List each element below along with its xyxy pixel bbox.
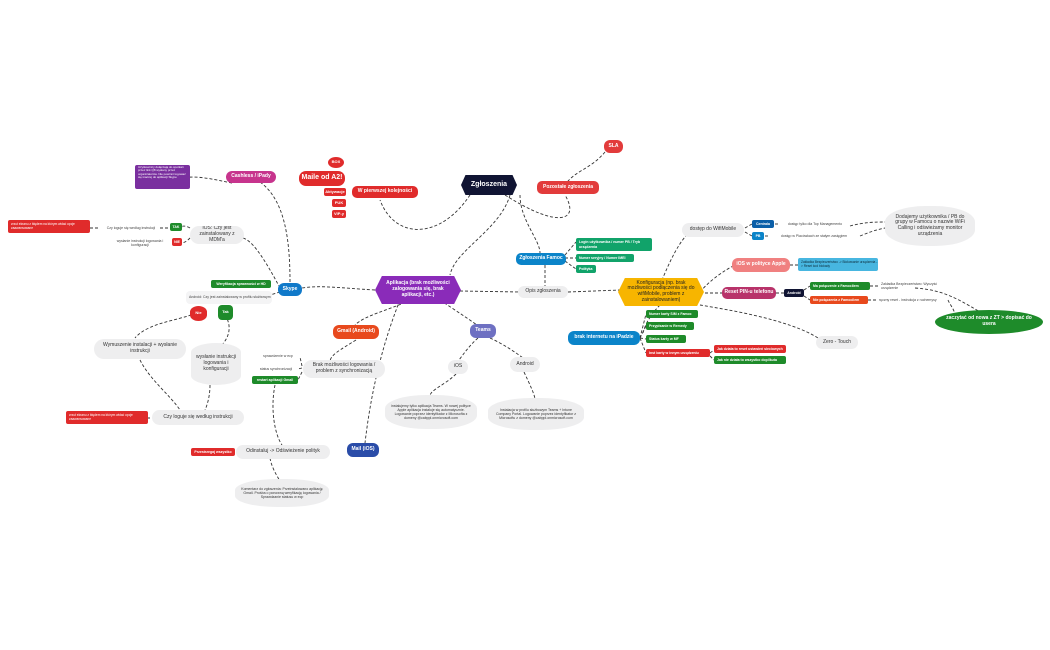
famoc-item-login[interactable]: Login użytkownika / numer PB / Tryb urzą… (576, 238, 652, 251)
node-opis-zgloszenia[interactable]: Opis zgłoszenia (518, 286, 568, 298)
ma-polaczenie[interactable]: Ma połączenie z Famocilem (810, 282, 870, 290)
sprawdzenie-ecp: sprawdzenie w ecp (263, 353, 293, 358)
czy-loguje-small: Czy loguje się według instrukcji (106, 225, 156, 230)
jak-nie-dziala[interactable]: Jak nie działa to wszystko dopilkuta (714, 356, 786, 364)
wyslanie-small: wysłanie instrukcji logowania i konfigur… (116, 238, 164, 247)
teams-ios-note: instalujemy tylko aplikacja Teams. W now… (385, 395, 477, 429)
node-wifimobile[interactable]: dostęp do WifiMobile (682, 223, 744, 237)
ios-nie-badge[interactable]: NIE (172, 238, 182, 246)
node-brak-logowania[interactable]: Brak możliwości logowania / problem z sy… (303, 360, 385, 378)
item-vip[interactable]: VIP-y (332, 210, 346, 218)
node-mail-ios[interactable]: Mail (iOS) (347, 443, 379, 457)
node-dodajemy[interactable]: Dodajemy użytkownika / PB do grupy w Fam… (885, 206, 975, 246)
reset-android-badge[interactable]: Android (784, 289, 804, 297)
maile-badge: BOX (328, 157, 344, 168)
teams-ios[interactable]: iOS (448, 360, 468, 374)
node-wyslanie-instrukcji[interactable]: wysłanie instrukcji logowania i konfigur… (191, 343, 241, 385)
przestrzeganie-badge[interactable]: Przestrzegaj wszystko (191, 448, 235, 456)
node-cashless[interactable]: Cashless / iPady (226, 171, 276, 183)
internet-item-status[interactable]: Status karty w MF (646, 335, 686, 343)
node-odinstaluj[interactable]: Odinstaluj -> Odświeżenie polityk (236, 445, 330, 459)
famoc-item-serial[interactable]: Numer seryjny / Numer IMEI (576, 254, 634, 262)
red-note-screenshot-2: zrzut ekranu z błędem na którym widać op… (66, 411, 148, 424)
ma-polaczenie-note: Zakładka Bezpieczeństwo: Wyczyść urządze… (881, 281, 938, 290)
node-aplikacja[interactable]: Aplikacja (brak możliwości zalogowania s… (375, 276, 461, 304)
komentarz-note: Komentarz do zgłoszenia: Przeinstalowano… (235, 479, 329, 507)
internet-item-remedy[interactable]: Przypisanie w Remedy (646, 322, 694, 330)
node-weryfikacja[interactable]: Weryfikacja sprawności w HD (211, 280, 271, 288)
wifi-centrala-note: dostęp tylko dla Top Managemento (787, 221, 843, 226)
node-reset-pin[interactable]: Reset PIN-u telefonu (722, 287, 776, 299)
node-zgloszenia-famoc[interactable]: Zgłoszenia Famoc (516, 253, 566, 265)
ios-tak-badge[interactable]: TAK (170, 223, 182, 231)
node-w-pierwszej[interactable]: W pierwszej kolejności (352, 186, 418, 198)
status-synchronizacji: status synchronizacji (259, 366, 293, 371)
teams-android-note: Instalacja w profilu służbowym Teams + I… (488, 398, 584, 430)
jak-dziala[interactable]: Jak działa to reset ustawień sieciowych (714, 345, 786, 353)
node-maile[interactable]: Maile od A2! (299, 171, 345, 186)
famoc-item-polityka[interactable]: Polityka (576, 265, 596, 273)
android-nie-badge[interactable]: Nie (190, 306, 207, 321)
item-puk[interactable]: PUK (332, 199, 346, 207)
node-sla[interactable]: SLA (604, 140, 623, 153)
ios-polityce-note: Zakładka Bezpieczeństwo -> Blokowanie ur… (798, 258, 878, 271)
node-ios-mdm[interactable]: iOS: Czy jest zainstalowany z MDM'a (190, 226, 244, 244)
reczny-reset-note: ręczny reset - instrukcja z ruchemysy (879, 297, 937, 302)
internet-item-inst[interactable]: Inst karty w innym urządzeniu (646, 349, 710, 357)
teams-android[interactable]: Android (510, 357, 540, 372)
internet-item-sim[interactable]: Numer karty SIM z Famoc (646, 310, 698, 318)
node-czy-loguje[interactable]: Czy loguje się według instrukcji (152, 410, 244, 425)
node-wymuszenie[interactable]: Wymuszenie instalacji + wysłanie instruk… (94, 339, 186, 359)
node-zaczytac[interactable]: zaczytać od nowa z ZT > dopisać do usera (935, 310, 1043, 334)
wifi-pb[interactable]: PB (752, 232, 764, 240)
node-ios-polityce[interactable]: iOS w polityce Apple (732, 258, 790, 272)
nie-ma-polaczenia[interactable]: Nie połączenia z Famocilem (810, 296, 868, 304)
wifi-pb-note: dostęp w Placówkach ze stałym zasięgiem (780, 233, 848, 238)
node-zero-touch[interactable]: Zero - Touch (816, 336, 858, 349)
node-konfiguracja[interactable]: Konfiguracja (np. brak możliwości podłąc… (618, 278, 704, 306)
root-node-zgloszenia[interactable]: Zgłoszenia (461, 175, 517, 195)
node-teams[interactable]: Teams (470, 324, 496, 338)
node-skype[interactable]: Skype (278, 283, 302, 296)
node-gmail[interactable]: Gmail (Android) (333, 325, 379, 339)
wifi-centrala[interactable]: Centrala (752, 220, 774, 228)
item-aktywacje[interactable]: Aktywacje (324, 188, 346, 196)
red-note-screenshot-1: zrzut ekranu z błędem na którym widać op… (8, 220, 90, 233)
node-pozostale[interactable]: Pozostałe zgłoszenia (537, 181, 599, 194)
cashless-note: Użytkownicy dołączają do spotkań przez l… (135, 165, 190, 189)
android-tak-badge[interactable]: Tak (218, 305, 233, 320)
restart-gmail[interactable]: restart aplikacji Gmail (252, 376, 298, 384)
android-profil-text: Android: Czy jest zainstalowany w profil… (186, 291, 272, 304)
node-brak-internetu[interactable]: brak internetu na iPadzie (568, 331, 640, 345)
